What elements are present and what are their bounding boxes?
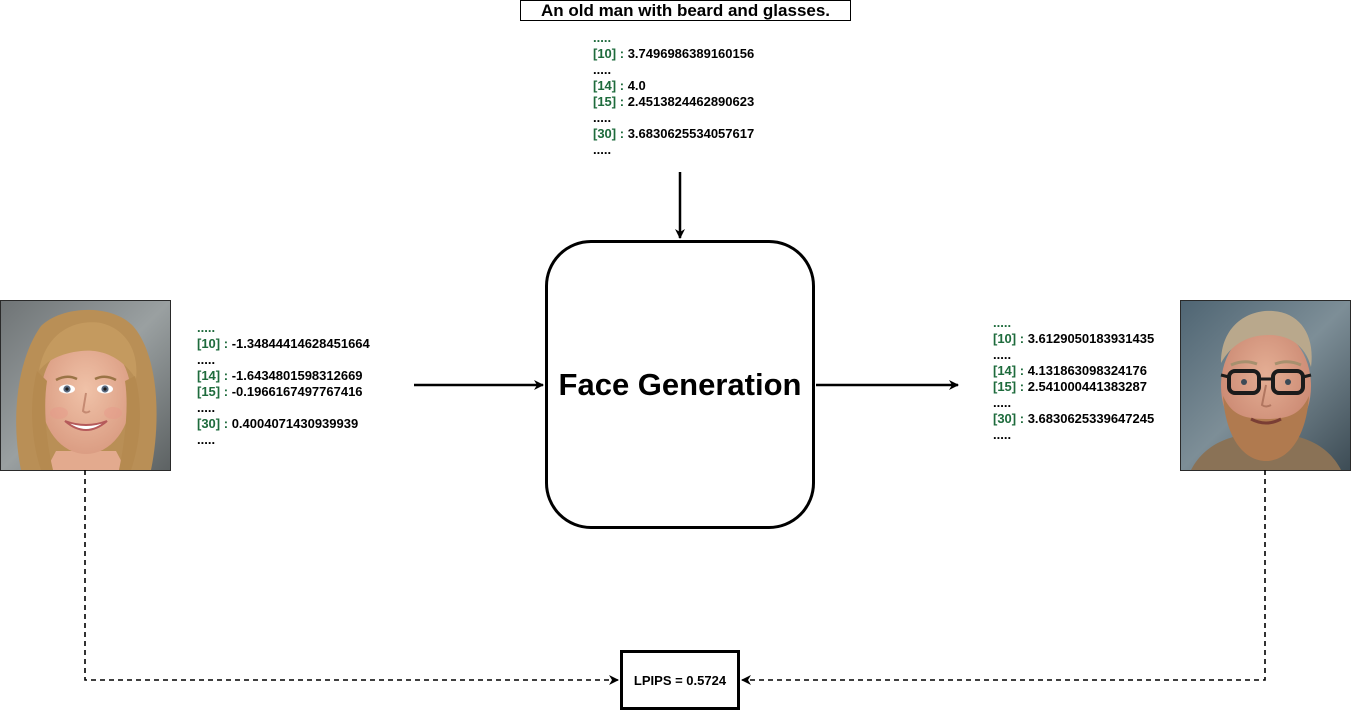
vector-ellipsis: ..... [197,400,370,416]
entry-value: 4.0 [627,78,646,93]
ellipsis-text: ..... [197,352,216,367]
entry-index: [15] [197,384,221,399]
entry-value: 4.131863098324176 [1027,363,1147,378]
input-face-image [0,300,171,471]
dashed-input-to-lpips [84,470,619,685]
ellipsis-text: ..... [197,320,216,335]
ellipsis-text: ..... [197,432,216,447]
entry-separator: : [616,126,628,141]
ellipsis-text: ..... [197,400,216,415]
vector-entry: [14] : 4.0 [593,78,754,94]
vector-ellipsis: ..... [593,62,754,78]
entry-separator: : [220,368,232,383]
entry-index: [14] [197,368,221,383]
vector-entry: [10] : 3.6129050183931435 [993,331,1154,347]
output-vector: .....[10] : 3.6129050183931435.....[14] … [993,315,1154,443]
vector-ellipsis: ..... [197,352,370,368]
vector-ellipsis: ..... [197,432,370,448]
entry-separator: : [220,416,232,431]
vector-entry: [30] : 3.6830625534057617 [593,126,754,142]
entry-value: 2.4513824462890623 [627,94,755,109]
entry-index: [10] [197,336,221,351]
ellipsis-text: ..... [993,315,1012,330]
entry-index: [10] [993,331,1017,346]
face-generation-label: Face Generation [558,366,802,402]
entry-value: 3.6129050183931435 [1027,331,1155,346]
entry-separator: : [616,94,628,109]
lpips-label: LPIPS = 0.5724 [633,672,727,688]
entry-separator: : [220,384,232,399]
entry-index: [14] [993,363,1017,378]
entry-separator: : [1016,379,1028,394]
entry-index: [15] [593,94,617,109]
entry-index: [30] [993,411,1017,426]
vector-entry: [15] : 2.4513824462890623 [593,94,754,110]
vector-ellipsis: ..... [993,395,1154,411]
entry-index: [14] [593,78,617,93]
entry-separator: : [1016,363,1028,378]
vector-entry: [14] : -1.6434801598312669 [197,368,370,384]
dashed-output-to-lpips [741,470,1266,685]
vector-entry: [30] : 0.4004071430939939 [197,416,370,432]
entry-separator: : [1016,331,1028,346]
entry-separator: : [616,78,628,93]
face-generation-block: Face Generation [545,240,815,529]
ellipsis-text: ..... [993,395,1012,410]
entry-index: [10] [593,46,617,61]
entry-index: [30] [593,126,617,141]
vector-entry: [30] : 3.6830625339647245 [993,411,1154,427]
entry-value: -0.1966167497767416 [231,384,363,399]
ellipsis-text: ..... [993,427,1012,442]
entry-index: [30] [197,416,221,431]
entry-value: 3.7496986389160156 [627,46,755,61]
vector-entry: [10] : -1.34844414628451664 [197,336,370,352]
entry-value: 3.6830625534057617 [627,126,755,141]
vector-entry: [15] : -0.1966167497767416 [197,384,370,400]
entry-value: -1.6434801598312669 [231,368,363,383]
vector-ellipsis: ..... [993,427,1154,443]
vector-entry: [15] : 2.541000441383287 [993,379,1154,395]
entry-separator: : [616,46,628,61]
ellipsis-text: ..... [593,30,612,45]
lpips-block: LPIPS = 0.5724 [620,650,740,710]
vector-ellipsis: ..... [593,142,754,158]
prompt-vector: .....[10] : 3.7496986389160156.....[14] … [593,30,754,158]
vector-ellipsis: ..... [593,110,754,126]
entry-value: 0.4004071430939939 [231,416,359,431]
entry-value: 2.541000441383287 [1027,379,1147,394]
prompt-caption: An old man with beard and glasses. [520,0,851,21]
vector-entry: [10] : 3.7496986389160156 [593,46,754,62]
ellipsis-text: ..... [593,62,612,77]
entry-separator: : [1016,411,1028,426]
vector-ellipsis: ..... [993,347,1154,363]
output-face-image [1180,300,1351,471]
entry-separator: : [220,336,232,351]
vector-ellipsis: ..... [197,320,370,336]
ellipsis-text: ..... [593,110,612,125]
entry-value: -1.34844414628451664 [231,336,370,351]
vector-ellipsis: ..... [593,30,754,46]
ellipsis-text: ..... [993,347,1012,362]
entry-index: [15] [993,379,1017,394]
vector-ellipsis: ..... [993,315,1154,331]
input-vector: .....[10] : -1.34844414628451664.....[14… [197,320,370,448]
vector-entry: [14] : 4.131863098324176 [993,363,1154,379]
entry-value: 3.6830625339647245 [1027,411,1155,426]
ellipsis-text: ..... [593,142,612,157]
